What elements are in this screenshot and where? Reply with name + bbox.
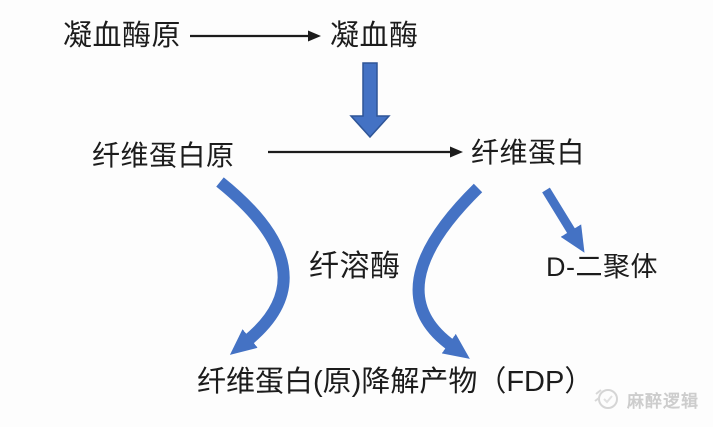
anesthesia-logic-logo-icon [594, 389, 618, 409]
arrow-fibrin-to-ddimer [542, 187, 585, 253]
watermark: 麻醉逻辑 [593, 385, 699, 413]
node-fibrin: 纤维蛋白 [471, 137, 586, 168]
node-d-dimer: D-二聚体 [546, 252, 658, 282]
edge-label-plasmin: 纤溶酶 [309, 250, 401, 283]
arrow-fibrinogen-to-fdp [216, 177, 290, 355]
node-fdp: 纤维蛋白(原)降解产物（FDP） [197, 366, 594, 398]
arrow-thrombin-down [349, 62, 391, 139]
node-fibrinogen: 纤维蛋白原 [92, 140, 235, 171]
arrow-fibrin-to-fdp [412, 183, 483, 359]
watermark-text: 麻醉逻辑 [627, 391, 699, 411]
node-prothrombin: 凝血酶原 [63, 20, 182, 52]
node-thrombin: 凝血酶 [330, 20, 419, 52]
